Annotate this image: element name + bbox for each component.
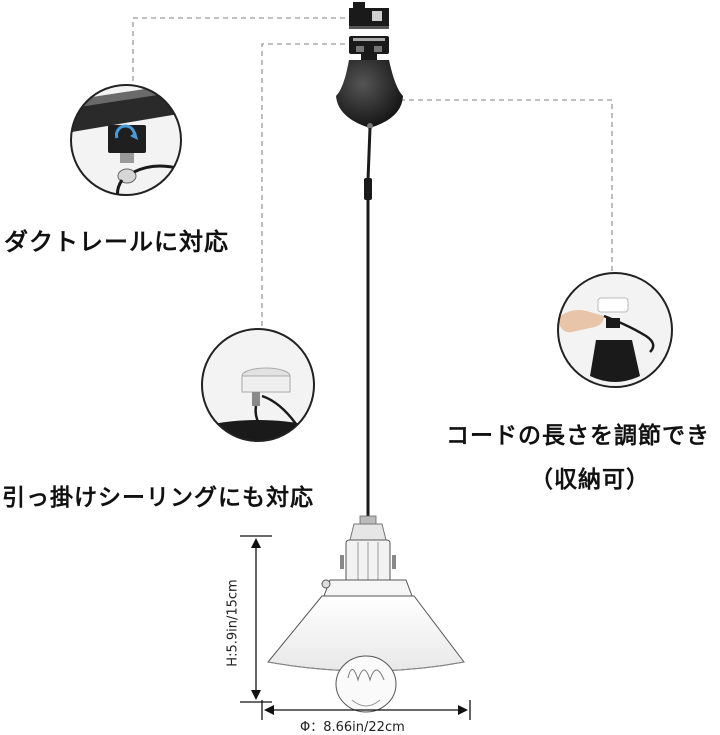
detail-track-rail <box>70 84 182 196</box>
caption-cord-adjust: コードの長さを調節でき <box>446 423 710 449</box>
power-cord <box>364 127 372 520</box>
detail-cord-adjust <box>557 272 673 388</box>
track-adapter <box>349 2 389 29</box>
leader-track <box>132 17 345 84</box>
dashed-leader-lines <box>132 17 613 328</box>
caption-hook-ceiling: 引っ掛けシーリングにも対応 <box>2 485 314 511</box>
caption-track-rail: ダクトレールに対応 <box>4 228 229 256</box>
height-label: H:5.9in/15cm <box>225 579 241 667</box>
width-label: Φ：8.66in/22cm <box>300 720 405 735</box>
canopy <box>336 54 403 129</box>
caption-storable: （収納可） <box>530 467 650 493</box>
detail-hook-ceiling <box>201 328 315 442</box>
leader-hook <box>261 43 345 328</box>
width-dimension <box>261 700 471 720</box>
leader-cord <box>400 99 613 272</box>
lamp-head <box>267 515 465 713</box>
ceiling-adapter <box>349 36 389 54</box>
height-dimension <box>240 535 272 703</box>
